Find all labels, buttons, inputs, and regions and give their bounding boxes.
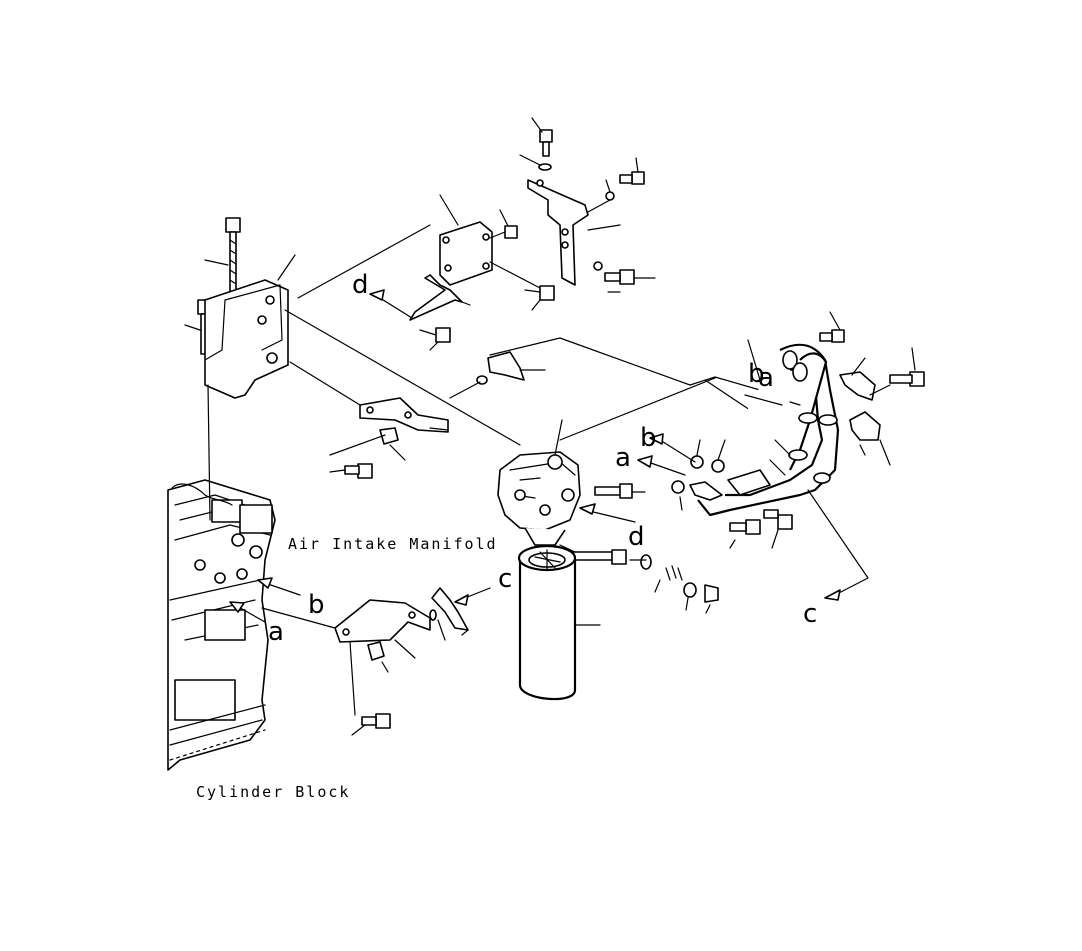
oil-filter-assembly-drawing bbox=[284, 309, 719, 701]
ref-a-pipes: a bbox=[758, 363, 774, 393]
air-intake-manifold-label: Air Intake Manifold bbox=[288, 535, 498, 553]
ref-d-upper-arrow bbox=[369, 289, 413, 319]
filter-bracket-drawing bbox=[184, 217, 296, 521]
top-plate-drawing bbox=[519, 117, 656, 293]
cylinder-block-drawing bbox=[167, 479, 301, 771]
ref-b-left: b bbox=[308, 590, 325, 620]
middle-bracket-drawing bbox=[289, 337, 691, 479]
ref-d-upper: d bbox=[352, 270, 369, 300]
lower-bracket-drawing bbox=[261, 587, 491, 736]
ref-b-right: b bbox=[640, 423, 657, 453]
ref-b-pipes: b bbox=[748, 359, 765, 389]
ref-d-lower: d bbox=[628, 522, 645, 552]
ref-c-right: c bbox=[803, 599, 817, 629]
cylinder-block-label: Cylinder Block bbox=[196, 783, 350, 801]
ref-a-right: a bbox=[615, 443, 631, 473]
upper-bracket-drawing bbox=[297, 194, 555, 351]
ref-c-left: c bbox=[498, 564, 512, 594]
ref-a-left: a bbox=[268, 617, 284, 647]
oil-pipe-assembly-drawing bbox=[559, 311, 925, 601]
